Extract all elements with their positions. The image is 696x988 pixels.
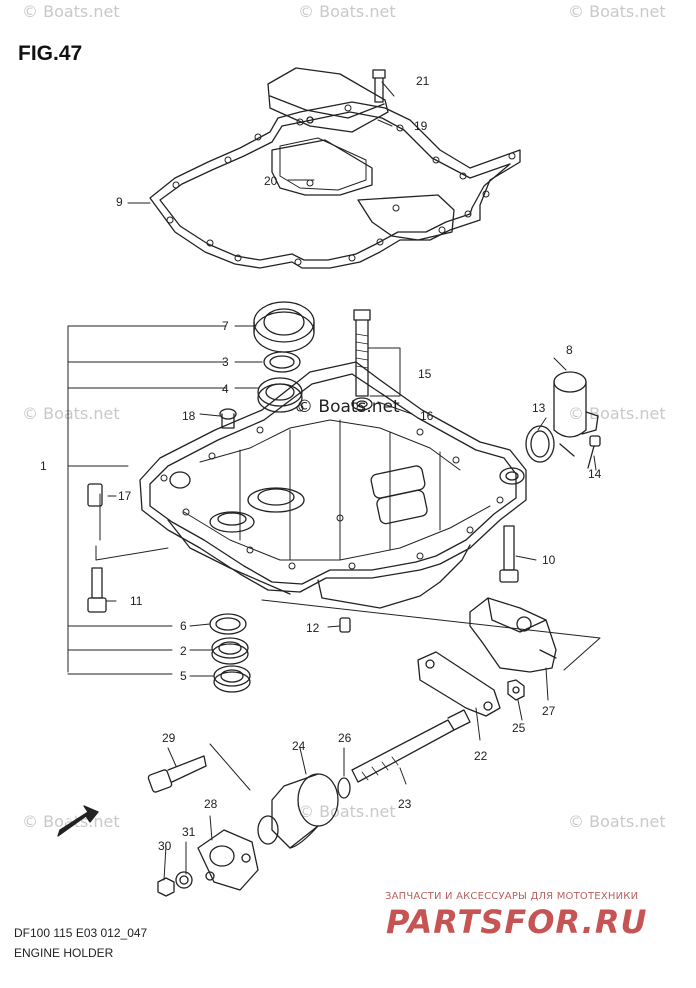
callout-15: 15 xyxy=(418,367,432,381)
watermark: © Boats.net xyxy=(22,2,120,21)
brand-logo: PARTSFOR.RU xyxy=(386,903,648,941)
plate-19 xyxy=(267,67,389,133)
callout-31: 31 xyxy=(182,825,196,839)
callout-4: 4 xyxy=(222,382,229,396)
seal-6 xyxy=(209,613,247,635)
callout-20: 20 xyxy=(264,174,278,188)
watermark: © Boats.net xyxy=(22,812,120,831)
callout-10: 10 xyxy=(542,553,556,567)
watermark: © Boats.net xyxy=(298,802,396,821)
callout-23: 23 xyxy=(398,797,412,811)
oil-seal-4 xyxy=(257,377,303,413)
bolt-14 xyxy=(587,435,601,469)
callout-16: 16 xyxy=(420,409,434,423)
callout-28: 28 xyxy=(204,797,218,811)
callout-2: 2 xyxy=(180,644,187,658)
figure-name: ENGINE HOLDER xyxy=(14,946,114,960)
callout-21: 21 xyxy=(416,74,430,88)
callout-6: 6 xyxy=(180,619,187,633)
bolt-11 xyxy=(87,567,107,613)
bolt-15 xyxy=(353,309,371,397)
watermark: © Boats.net xyxy=(568,2,666,21)
callout-19: 19 xyxy=(414,119,428,133)
seal-5 xyxy=(213,665,251,693)
gasket-9 xyxy=(149,101,521,269)
callout-8: 8 xyxy=(566,343,573,357)
callout-30: 30 xyxy=(158,839,172,853)
callout-9: 9 xyxy=(116,195,123,209)
callout-26: 26 xyxy=(338,731,352,745)
bracket-27 xyxy=(469,597,557,673)
callout-12: 12 xyxy=(306,621,320,635)
washer-16 xyxy=(351,397,373,411)
fwd-arrow-icon xyxy=(57,805,99,837)
watermark: © Boats.net xyxy=(568,404,666,423)
dowel-17 xyxy=(87,483,103,507)
figure-title: FIG.47 xyxy=(18,42,83,65)
leader-lines xyxy=(67,81,601,881)
callout-29: 29 xyxy=(162,731,176,745)
watermark: © Boats.net xyxy=(22,404,120,423)
oil-seal-7 xyxy=(253,301,315,353)
gasket-bolt-holes xyxy=(166,104,516,266)
bolt-29 xyxy=(147,755,207,793)
callout-1: 1 xyxy=(40,459,47,473)
callout-25: 25 xyxy=(512,721,526,735)
engine-holder-1 xyxy=(139,361,527,609)
callout-11: 11 xyxy=(130,594,143,608)
bolt-10 xyxy=(499,525,519,583)
callout-3: 3 xyxy=(222,355,229,369)
washer-31 xyxy=(175,871,193,889)
callout-17: 17 xyxy=(118,489,132,503)
o-ring-3 xyxy=(263,351,301,373)
watermark-center: © Boats.net xyxy=(296,397,400,417)
nut-30 xyxy=(157,877,175,897)
pipe-8 xyxy=(553,371,599,457)
housing-28 xyxy=(197,829,259,891)
plate-22 xyxy=(417,651,501,717)
seal-2 xyxy=(211,637,249,665)
gasket-20 xyxy=(279,137,367,191)
callout-5: 5 xyxy=(180,669,187,683)
washer-26 xyxy=(337,777,351,799)
watermark: © Boats.net xyxy=(298,2,396,21)
callout-27: 27 xyxy=(542,704,556,718)
callout-18: 18 xyxy=(182,409,196,423)
callout-22: 22 xyxy=(474,749,488,763)
watermark: © Boats.net xyxy=(568,812,666,831)
callout-7: 7 xyxy=(222,319,229,333)
callout-13: 13 xyxy=(532,401,546,415)
callout-14: 14 xyxy=(588,467,602,481)
mount-rubber-24 xyxy=(257,773,339,849)
stud-bolt-23 xyxy=(351,709,471,783)
brand-subtitle: ЗАПЧАСТИ И АКСЕССУАРЫ ДЛЯ МОТОТЕХНИКИ xyxy=(385,891,639,902)
pin-12 xyxy=(339,617,351,633)
plug-18 xyxy=(219,408,237,429)
callout-24: 24 xyxy=(292,739,306,753)
figure-code: DF100 115 E03 012_047 xyxy=(14,926,148,940)
bolt-21 xyxy=(372,69,386,103)
nut-25 xyxy=(507,679,525,701)
o-ring-13 xyxy=(525,425,555,463)
